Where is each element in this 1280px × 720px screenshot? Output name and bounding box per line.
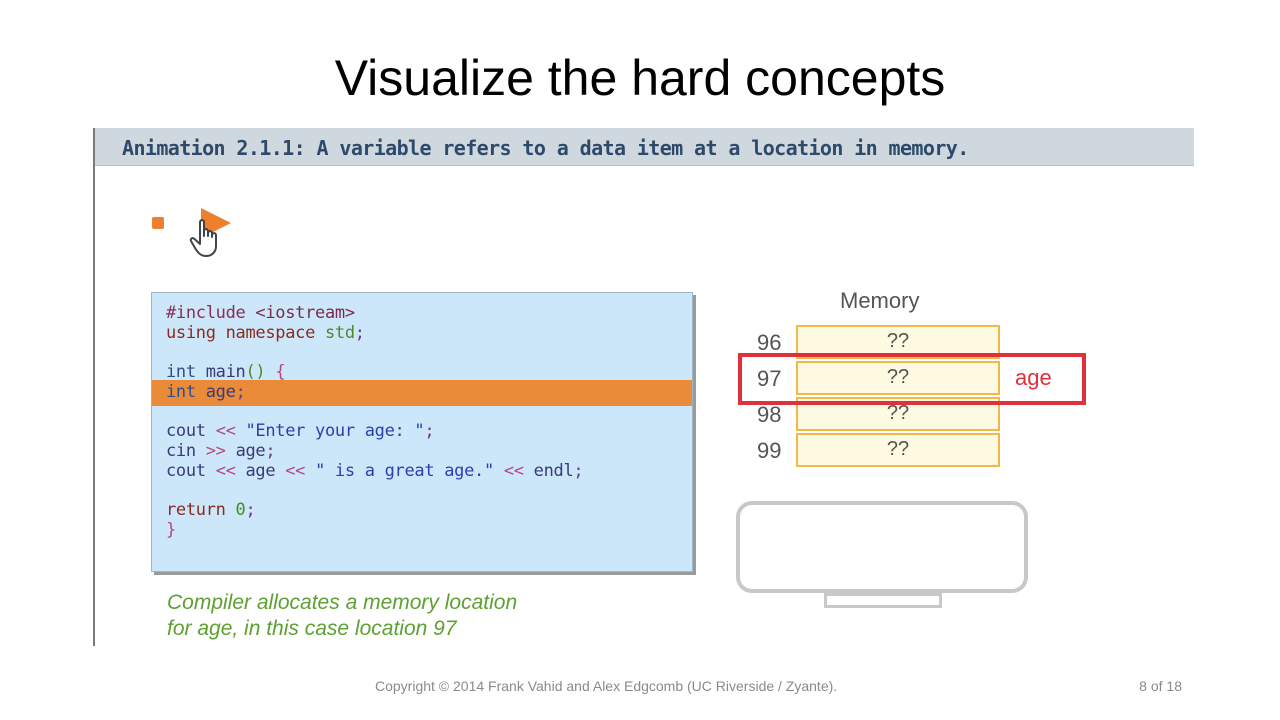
memory-address: 98 (757, 402, 782, 427)
current-line-highlight (152, 380, 692, 406)
memory-highlight-box (738, 353, 1086, 405)
code-line: #include <iostream> (166, 303, 355, 323)
code-line: return 0; (166, 500, 256, 520)
memory-title: Memory (840, 288, 920, 313)
page-number: 8 of 18 (1139, 678, 1182, 694)
memory-variable-label: age (1015, 365, 1052, 390)
console-screen-icon (736, 501, 1028, 593)
code-panel: #include <iostream> using namespace std;… (151, 292, 693, 572)
code-line: cin >> age; (166, 441, 276, 461)
caption-line: Compiler allocates a memory location (167, 591, 518, 614)
memory-address: 96 (757, 330, 782, 355)
slide-title: Visualize the hard concepts (334, 50, 946, 106)
animation-title: Animation 2.1.1: A variable refers to a … (122, 136, 969, 160)
code-line: int main() { (166, 362, 286, 382)
memory-cell: ?? (796, 433, 1000, 467)
code-line-current: int age; (166, 382, 246, 402)
console-stand (824, 593, 942, 608)
animation-banner: Animation 2.1.1: A variable refers to a … (95, 128, 1194, 166)
memory-address: 99 (757, 438, 782, 463)
code-line: } (166, 520, 176, 540)
animation-frame: Animation 2.1.1: A variable refers to a … (93, 128, 1194, 646)
memory-address: 97 (757, 366, 782, 391)
code-line: using namespace std; (166, 323, 365, 343)
code-line: cout << age << " is a great age." << end… (166, 461, 584, 481)
animation-caption: Compiler allocates a memory location for… (167, 590, 517, 642)
copyright-footer: Copyright © 2014 Frank Vahid and Alex Ed… (375, 678, 838, 694)
stop-icon[interactable] (152, 217, 164, 229)
code-line: cout << "Enter your age: "; (166, 421, 435, 441)
hand-pointer-icon (189, 219, 217, 257)
caption-line: for age, in this case location 97 (167, 617, 457, 640)
memory-cell: ?? (796, 361, 1000, 395)
